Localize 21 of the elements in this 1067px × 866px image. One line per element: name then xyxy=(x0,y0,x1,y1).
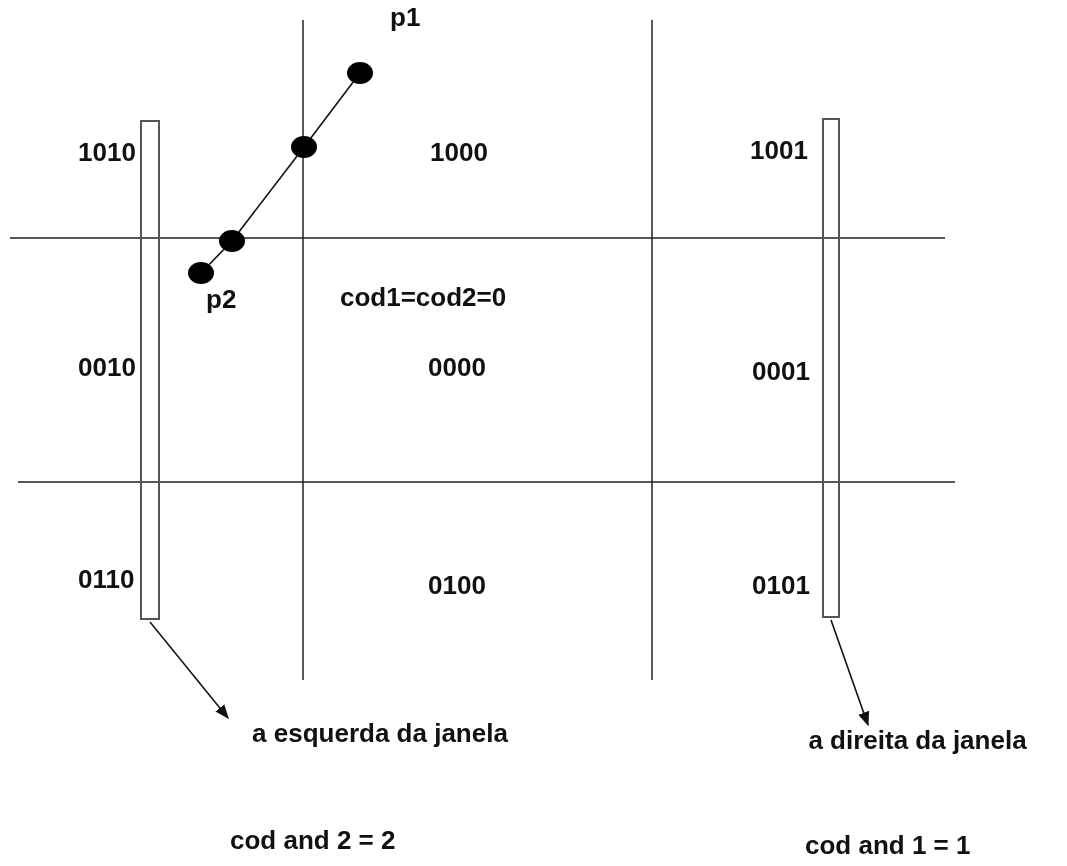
region-code: 0010 xyxy=(78,352,136,382)
arrow xyxy=(830,619,870,727)
note-text: cod1=cod2=0 xyxy=(340,282,507,312)
condition-text: cod and 2 = 2 xyxy=(230,825,396,855)
line-segment xyxy=(310,81,354,139)
condition-text: cod and 1 = 1 xyxy=(805,830,971,860)
line-segment xyxy=(238,155,298,233)
region-code: 0001 xyxy=(752,356,810,386)
region-code: 1000 xyxy=(430,137,488,167)
arrow xyxy=(149,621,229,720)
line-segment xyxy=(208,248,225,266)
region-code: 0000 xyxy=(428,352,486,382)
region-code: 1001 xyxy=(750,135,808,165)
region-code: 0100 xyxy=(428,570,486,600)
region-caption: a direita da janela xyxy=(770,725,1065,755)
region-caption: a esquerda da janela xyxy=(180,718,580,748)
point-label: p2 xyxy=(206,284,237,314)
region-code: 0101 xyxy=(752,570,810,600)
point-label: p1 xyxy=(390,2,421,32)
region-code: 0110 xyxy=(78,564,135,594)
region-code: 1010 xyxy=(78,137,136,167)
